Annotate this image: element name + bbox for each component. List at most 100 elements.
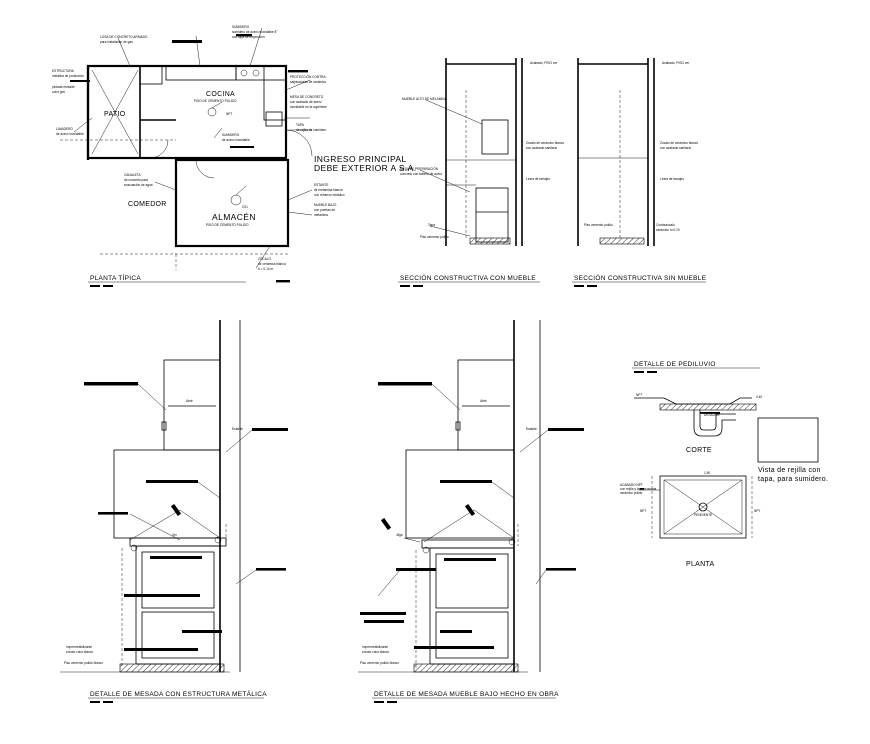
svg-text:para instalación de gas: para instalación de gas [100,40,133,44]
svg-text:ESTANTE: ESTANTE [314,183,328,187]
patio-diagonal [91,69,139,155]
svg-text:Ver: Ver [172,533,178,537]
svg-text:con acabado de acero: con acabado de acero [290,100,322,104]
upper-cabinet [457,359,515,451]
grate-note-2: tapa, para sumidero. [758,476,828,483]
lower-cabinet [135,545,221,665]
svg-text:de acero inoxidable: de acero inoxidable [222,138,250,142]
kitchen-counter-top [165,65,237,81]
counter-detail-masonry: Abrir Jilga Impermeabilizante zócalo col… [358,320,584,703]
svg-text:zócalo color blanco: zócalo color blanco [66,650,94,654]
drain-label: DESAGÜE [704,413,720,417]
svg-text:concreto con tablero de acero: concreto con tablero de acero [400,172,442,176]
entrance-door-arc [285,129,313,157]
svg-text:metálica de protección: metálica de protección [52,74,84,78]
svg-text:LAVADERO: LAVADERO [56,127,73,131]
npt-tag: NPT [226,112,232,116]
svg-text:TAPA: TAPA [296,123,305,127]
svg-text:CANALETA: CANALETA [124,173,141,177]
counter-detail-metal: Abrir Ver Impermeabilizante zócalo color… [60,320,288,703]
svg-text:sumidero de acero inoxidable 8: sumidero de acero inoxidable 8" [232,30,277,34]
burner [252,69,260,77]
svg-text:Piso cemento pulido: Piso cemento pulido [584,223,613,227]
svg-text:Piso cemento pulido blanco: Piso cemento pulido blanco [360,661,399,665]
svg-text:de concreto para: de concreto para [124,178,148,182]
splash-area [113,449,221,539]
svg-text:Piso cemento pulido blanco: Piso cemento pulido blanco [64,661,103,665]
svg-text:Piso cemento pulido: Piso cemento pulido [420,235,449,239]
svg-text:con acabado sanitario: con acabado sanitario [526,146,557,150]
section-without-furniture: Acabado, PISO ver Zócalo de cerámico bla… [572,58,707,287]
svg-text:ACABADO NPT: ACABADO NPT [620,483,643,487]
grate-note-1: Vista de rejilla con [758,467,821,474]
floor-hatch [119,663,225,673]
svg-text:Tapa: Tapa [428,223,435,227]
counter-metal-title: DETALLE DE MESADA CON ESTRUCTURA METÁLIC… [90,689,267,698]
svg-text:Contrazócalo: Contrazócalo [656,223,675,227]
svg-text:de acero inoxidable: de acero inoxidable [56,132,84,136]
svg-text:PROTECCIÓN CONTRA: PROTECCIÓN CONTRA [290,74,326,79]
svg-text:Impermeabilizante: Impermeabilizante [66,645,92,649]
svg-text:Abrir: Abrir [186,399,194,403]
svg-text:pintada esmalte: pintada esmalte [52,85,75,89]
svg-text:ESTRUCTURA: ESTRUCTURA [52,69,75,73]
dining-label: COMEDOR [128,201,167,208]
storage-walls [174,158,290,248]
svg-text:Zócalo de cerámico blanco: Zócalo de cerámico blanco [526,141,564,145]
floor-plan: LOSA DE CONCRETO ARMADO para instalación… [52,25,416,287]
svg-text:evacuación de agua: evacuación de agua [124,183,153,187]
entrance-label-1: INGRESO PRINCIPAL [314,154,407,164]
npt-plan-label: NPT [640,509,646,513]
svg-text:ZÓCALO: ZÓCALO [258,256,272,261]
section-no-furniture-title: SECCIÓN CONSTRUCTIVA SIN MUEBLE [574,273,707,282]
svg-text:con rejilla y tapa cromada: con rejilla y tapa cromada [620,487,657,491]
svg-text:SUMIDERO: SUMIDERO [222,133,240,137]
plan-label: PLANTA [686,561,715,568]
plan-title: PLANTA TÍPICA [90,273,141,282]
svg-text:Estante: Estante [232,427,243,431]
side-counter [263,79,287,121]
counter-slab [421,539,515,549]
stove [235,65,265,81]
svg-text:Estante: Estante [526,427,537,431]
footbath-plan-outer [659,475,747,539]
svg-text:cerámico h=0.10: cerámico h=0.10 [656,228,680,232]
kitchen-drain-icon [207,107,217,117]
section-label: CORTE [686,447,712,454]
npt-plan-label-right: NPT [754,509,760,513]
svg-text:con acabado sanitario: con acabado sanitario [660,146,691,150]
grate-view-box [757,417,819,463]
svg-text:Acabado, PISO ver: Acabado, PISO ver [530,61,558,65]
svg-text:con tapa de inspección: con tapa de inspección [232,35,265,39]
svg-text:Línea de tarrajeo: Línea de tarrajeo [660,177,684,181]
svg-text:Impermeabilizante: Impermeabilizante [362,645,388,649]
svg-text:de melamina blanca: de melamina blanca [314,188,343,192]
section-with-furniture: Acabado, PISO ver MUEBLE ALTO DE MELAMIN… [398,58,564,287]
footbath-detail: DETALLE DE PEDILUVIO NPT DESAGÜE 0.40 CO… [620,361,828,568]
svg-text:MUEBLE BAJO: MUEBLE BAJO [314,203,337,207]
upper-cabinet [481,119,509,155]
svg-text:Acabado, PISO ver: Acabado, PISO ver [662,61,690,65]
svg-text:con puertas de: con puertas de [314,208,335,212]
splash-area [405,449,515,539]
svg-text:de cerámica blanca: de cerámica blanca [258,262,286,266]
sink [265,111,283,127]
npt-label: NPT [636,393,642,397]
svg-text:MUEBLE ALTO DE MELAMINA: MUEBLE ALTO DE MELAMINA [402,97,448,101]
svg-text:color gris: color gris [52,90,65,94]
svg-text:PENDIENTE: PENDIENTE [694,513,712,517]
svg-text:LOSA DE CONCRETO ARMADO: LOSA DE CONCRETO ARMADO [100,35,148,39]
svg-text:MESA DE CONCRETO: MESA DE CONCRETO [290,95,324,99]
plan-drain-icon [698,502,708,512]
code-tag: C01 [242,205,248,209]
svg-text:de rejilla de sumidero: de rejilla de sumidero [296,128,327,132]
storage-door-arc [195,159,215,179]
svg-text:Zócalo de cerámico blanco: Zócalo de cerámico blanco [660,141,698,145]
svg-text:inoxidable en la superficie: inoxidable en la superficie [290,105,327,109]
counter-masonry-title: DETALLE DE MESADA MUEBLE BAJO HECHO EN O… [374,691,559,698]
section-furniture-title: SECCIÓN CONSTRUCTIVA CON MUEBLE [400,273,536,282]
svg-text:Jilga: Jilga [396,533,403,537]
burner [240,69,248,77]
footbath-title: DETALLE DE PEDILUVIO [634,361,716,368]
